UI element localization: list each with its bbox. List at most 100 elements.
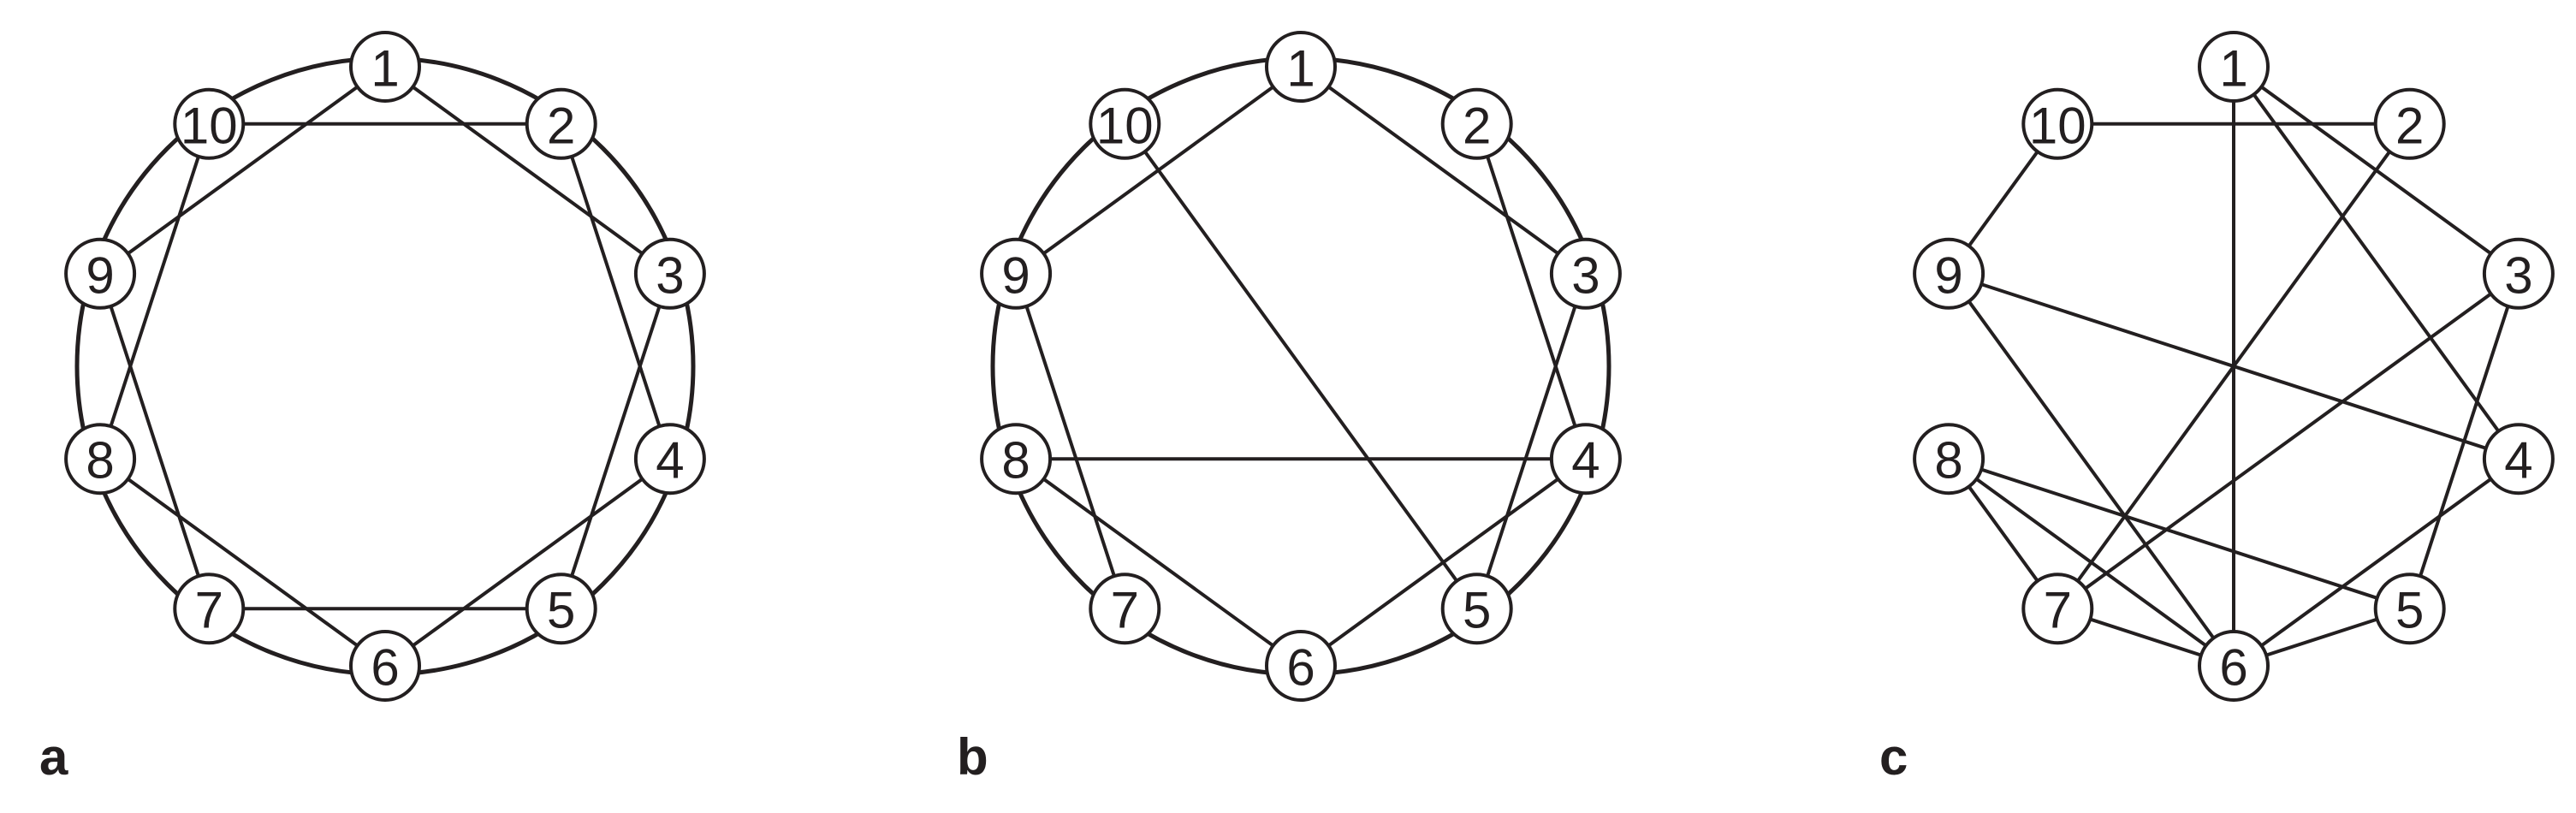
node-circle	[1440, 87, 1513, 160]
edge-b-9-7	[1014, 273, 1127, 609]
node-circle	[2482, 423, 2555, 496]
node-b-1: 1	[1265, 31, 1337, 103]
node-label: 1	[1286, 40, 1315, 98]
panel-b: 1 2 3 4 5 6 7 8 9 10 b	[957, 31, 1622, 786]
node-label: 4	[2504, 432, 2532, 490]
node-circle	[980, 237, 1053, 310]
node-a-6: 6	[349, 630, 421, 702]
node-label: 3	[2504, 246, 2532, 304]
node-c-3: 3	[2482, 237, 2555, 310]
node-label: 8	[1001, 432, 1030, 490]
node-b-10: 10	[1089, 87, 1161, 160]
node-label: 6	[371, 639, 399, 697]
node-label: 7	[1111, 582, 1139, 639]
node-circle	[633, 423, 706, 496]
edge-a-10-8	[98, 123, 211, 460]
node-b-5: 5	[1440, 573, 1513, 645]
node-b-8: 8	[980, 423, 1053, 496]
node-label: 10	[181, 97, 238, 154]
node-circle	[2373, 87, 2446, 160]
node-a-7: 7	[173, 573, 246, 645]
edge-c-9-6	[1947, 272, 2235, 668]
node-label: 5	[1463, 582, 1491, 639]
node-label: 5	[547, 582, 575, 639]
node-b-4: 4	[1549, 423, 1622, 496]
node-circle	[64, 423, 137, 496]
node-b-3: 3	[1549, 237, 1622, 310]
node-a-5: 5	[525, 573, 597, 645]
node-label: 6	[2219, 639, 2247, 697]
node-circle	[64, 237, 137, 310]
node-label: 10	[2029, 97, 2086, 154]
node-circle	[2021, 573, 2094, 645]
edge-a-2-4	[559, 123, 672, 460]
node-c-10: 10	[2021, 87, 2094, 160]
ring-a	[74, 56, 696, 677]
node-circle	[2021, 87, 2094, 160]
edge-a-1-9	[98, 65, 387, 276]
node-circle	[1089, 573, 1161, 645]
node-b-7: 7	[1089, 573, 1161, 645]
node-label: 4	[656, 432, 684, 490]
node-label: 3	[1571, 246, 1600, 304]
node-a-8: 8	[64, 423, 137, 496]
node-a-3: 3	[633, 237, 706, 310]
node-circle	[2198, 630, 2270, 702]
node-circle	[525, 87, 597, 160]
node-b-6: 6	[1265, 630, 1337, 702]
node-label: 2	[547, 97, 575, 154]
panel-a: 1 2 3 4 5 6 7 8 9 10 a	[39, 31, 706, 786]
node-c-5: 5	[2373, 573, 2446, 645]
node-circle	[1089, 87, 1161, 160]
node-b-9: 9	[980, 237, 1053, 310]
node-c-4: 4	[2482, 423, 2555, 496]
node-circle	[2198, 31, 2270, 103]
node-label: 7	[195, 582, 223, 639]
node-circle	[1549, 237, 1622, 310]
panel-label-c: c	[1879, 728, 1908, 786]
node-label: 9	[1934, 246, 1962, 304]
node-c-2: 2	[2373, 87, 2446, 160]
node-a-10: 10	[173, 87, 246, 160]
node-label: 1	[371, 40, 399, 98]
node-label: 7	[2044, 582, 2072, 639]
node-label: 8	[86, 432, 114, 490]
edge-b-10-5	[1123, 122, 1479, 610]
edge-c-9-4	[1948, 271, 2520, 461]
edge-b-6-4	[1299, 457, 1588, 668]
node-circle	[173, 573, 246, 645]
edge-b-8-6	[1014, 457, 1303, 668]
node-label: 5	[2395, 582, 2424, 639]
node-circle	[1440, 573, 1513, 645]
node-b-2: 2	[1440, 87, 1513, 160]
node-c-6: 6	[2198, 630, 2270, 702]
node-a-9: 9	[64, 237, 137, 310]
node-circle	[173, 87, 246, 160]
panel-c: 1 2 3 4 5 6 7 8 9 10 c	[1879, 31, 2555, 786]
node-c-8: 8	[1913, 423, 1985, 496]
node-label: 2	[2395, 97, 2424, 154]
node-c-9: 9	[1913, 237, 1985, 310]
node-a-2: 2	[525, 87, 597, 160]
edge-c-3-7	[2057, 272, 2520, 610]
node-circle	[2482, 237, 2555, 310]
node-label: 6	[1286, 639, 1315, 697]
node-label: 2	[1463, 97, 1491, 154]
edge-a-9-7	[98, 273, 211, 609]
node-circle	[1913, 237, 1985, 310]
node-circle	[525, 573, 597, 645]
node-label: 8	[1934, 432, 1962, 490]
panel-label-a: a	[39, 728, 68, 786]
edge-c-8-6	[1947, 457, 2235, 668]
node-c-7: 7	[2021, 573, 2094, 645]
edge-a-6-4	[383, 457, 672, 668]
node-circle	[1549, 423, 1622, 496]
node-label: 1	[2219, 40, 2247, 98]
edge-b-2-4	[1475, 123, 1588, 460]
edge-a-8-6	[98, 457, 387, 668]
node-circle	[1265, 31, 1337, 103]
edge-b-3-5	[1475, 273, 1588, 609]
panel-label-b: b	[957, 728, 988, 786]
node-label: 10	[1096, 97, 1154, 154]
